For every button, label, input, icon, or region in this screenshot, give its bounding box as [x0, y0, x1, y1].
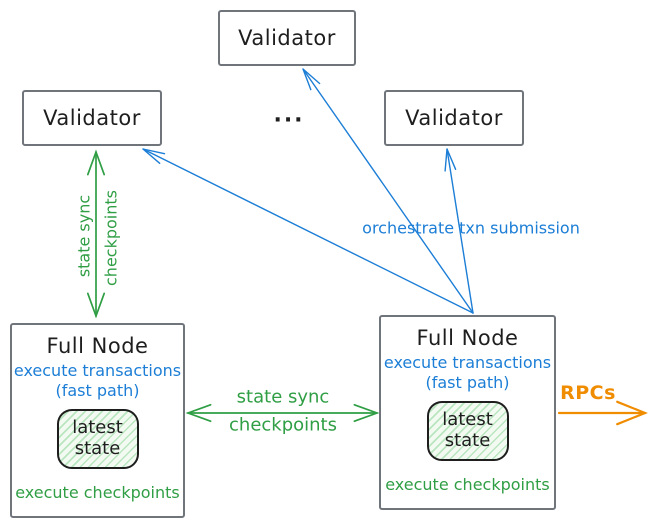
full-node-box-right: Full Node execute transactions (fast pat…: [379, 315, 556, 510]
execute-transactions-text: execute transactions: [383, 353, 552, 372]
validator-top-label: Validator: [238, 26, 336, 50]
full-node-box-left: Full Node execute transactions (fast pat…: [10, 323, 185, 518]
fast-path-text: (fast path): [425, 373, 510, 392]
execute-transactions-text: execute transactions: [13, 361, 182, 380]
state-sync-vertical-label-line2: checkpoints: [101, 190, 121, 286]
full-node-left-execute-checkpoints: execute checkpoints: [15, 483, 180, 502]
fast-path-text: (fast path): [55, 381, 140, 400]
latest-state-box-right: latest state: [426, 401, 509, 461]
full-node-left-execute-transactions: execute transactions (fast path): [14, 361, 181, 401]
more-validators-ellipsis: ...: [273, 102, 305, 128]
latest-state-line1: latest: [442, 409, 493, 431]
state-sync-horizontal-label-line2: checkpoints: [229, 414, 337, 436]
full-node-right-title: Full Node: [416, 326, 519, 350]
validator-box-left: Validator: [22, 90, 162, 146]
validator-box-right: Validator: [384, 90, 524, 146]
state-sync-horizontal-label-line1: state sync: [236, 386, 330, 408]
latest-state-line2: state: [444, 430, 491, 451]
state-sync-vertical-label-line1: state sync: [74, 194, 94, 278]
latest-state-line1: latest: [72, 417, 123, 439]
validator-right-label: Validator: [405, 106, 503, 130]
full-node-right-execute-transactions: execute transactions (fast path): [384, 353, 551, 393]
latest-state-box-left: latest state: [56, 409, 139, 469]
full-node-right-execute-checkpoints: execute checkpoints: [385, 475, 550, 494]
rpcs-label: RPCs: [560, 382, 616, 404]
rpcs-arrow: [557, 400, 648, 426]
full-node-left-title: Full Node: [46, 334, 149, 358]
validator-box-top: Validator: [218, 10, 356, 66]
orchestrate-txn-submission-label: orchestrate txn submission: [362, 218, 580, 238]
latest-state-line2: state: [74, 438, 121, 459]
validator-left-label: Validator: [43, 106, 141, 130]
